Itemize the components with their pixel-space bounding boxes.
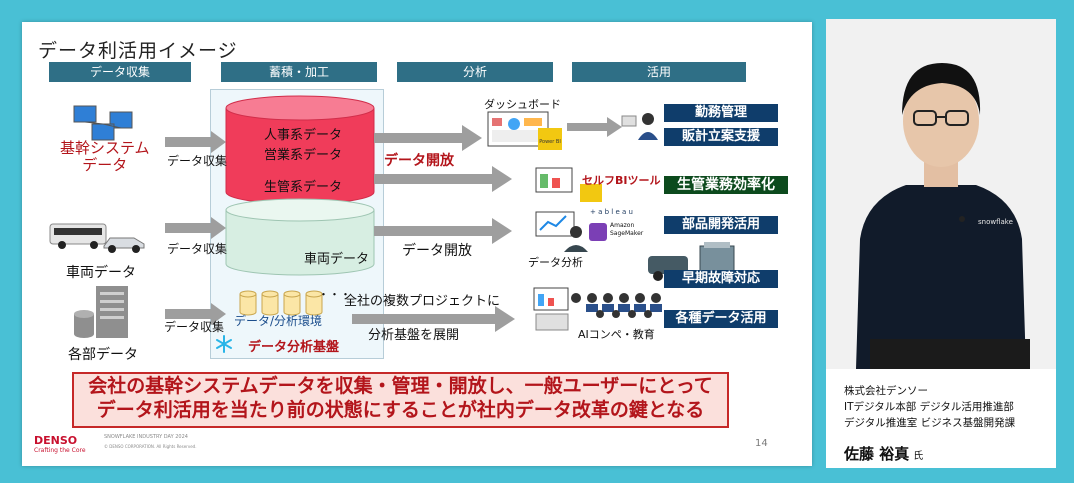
building-icon: [74, 286, 128, 338]
header-collect: データ収集: [49, 62, 191, 82]
header-store: 蓄積・加工: [221, 62, 377, 82]
computer-network-icon: [73, 105, 133, 141]
use-badge-attendance: 勤務管理: [664, 104, 778, 122]
store-hr-label: 人事系データ: [264, 128, 343, 143]
source-core-line2: データ: [82, 156, 128, 174]
arrow-open-dashboard: [374, 125, 482, 151]
arrow-open-selfbi: [374, 166, 512, 192]
dashboard-label: ダッシュボード: [484, 98, 561, 111]
sagemaker-label: Amazon SageMaker: [610, 222, 644, 237]
header-use: 活用: [572, 62, 746, 82]
source-vehicle-label: 車両データ: [66, 265, 136, 281]
speaker-name-block: 佐藤 裕真氏: [844, 443, 923, 464]
presentation-slide: データ利活用イメージ データ収集 蓄積・加工 分析 活用 人事系データ 営業系デ…: [22, 22, 812, 466]
speaker-caption: 株式会社デンソー ITデジタル本部 デジタル活用推進部 デジタル推進室 ビジネス…: [826, 369, 1056, 468]
speaker-video: snowflake: [826, 19, 1056, 369]
key-message-box: 会社の基幹システムデータを収集・管理・開放し、一般ユーザーにとって データ利活用…: [72, 372, 729, 428]
speaker-dept2: デジタル推進室 ビジネス基盤開発課: [844, 417, 1016, 429]
platform-label: データ分析基盤: [248, 340, 340, 355]
deploy-label: 分析基盤を展開: [368, 328, 460, 343]
speaker-dept1: ITデジタル本部 デジタル活用推進部: [844, 401, 1014, 413]
store-vehicle-label: 車両データ: [304, 252, 370, 267]
dashboard-monitor-icon: Power BI: [487, 111, 562, 150]
analyst-icon: [535, 211, 588, 252]
powerbi-text: Power BI: [539, 139, 561, 145]
collect-label-1: データ収集: [167, 154, 228, 168]
arrow-dashboard-use: [567, 117, 622, 137]
source-dept-label: 各部データ: [68, 347, 138, 363]
database-red: [225, 95, 375, 205]
speaker-honorific: 氏: [913, 451, 924, 462]
use-badge-production: 生管業務効率化: [664, 176, 788, 194]
snowflake-icon: [216, 335, 232, 353]
analyst-icon: [533, 287, 581, 331]
open-label: データ開放: [402, 243, 472, 259]
tableau-label: + a b l e a u: [590, 208, 633, 216]
speaker-name: 佐藤 裕真: [844, 445, 910, 463]
audience-icon: [586, 293, 662, 318]
use-badge-various: 各種データ活用: [664, 310, 778, 328]
copyright: © DENSO CORPORATION. All Rights Reserved…: [104, 444, 197, 449]
arrow-collect-vehicle: [165, 217, 226, 239]
header-analysis: 分析: [397, 62, 553, 82]
ai-label: AIコンペ・教育: [578, 328, 655, 341]
speaker-figure: snowflake: [826, 19, 1056, 369]
denso-tagline: Crafting the Core: [34, 447, 86, 454]
page-number: 14: [755, 438, 768, 449]
car-icon: [103, 237, 145, 253]
projects-label: 全社の複数プロジェクトに: [344, 294, 501, 309]
collect-label-2: データ収集: [167, 242, 228, 256]
key-message-line2: データ利活用を当たり前の状態にすることが社内データ改革の鍵となる: [96, 399, 705, 421]
use-badge-parts: 部品開発活用: [664, 216, 778, 234]
store-sales-label: 営業系データ: [264, 148, 343, 163]
sagemaker-icon: [589, 223, 607, 241]
analysis-env-label: データ/分析環境: [234, 314, 323, 328]
database-green: [225, 198, 375, 276]
source-core-line1: 基幹システム: [60, 139, 150, 157]
bus-icon: [49, 223, 107, 249]
store-dots: ・・・: [318, 288, 351, 301]
arrow-collect-dept: [165, 303, 226, 325]
event-name: SNOWFLAKE INDUSTRY DAY 2024: [104, 434, 188, 440]
slide-title: データ利活用イメージ: [38, 40, 238, 62]
open-red-label: データ開放: [384, 153, 454, 169]
denso-logo: DENSO: [34, 434, 78, 447]
store-prod-label: 生管系データ: [264, 180, 343, 195]
arrow-open-analysis: [374, 218, 512, 244]
key-message-line1: 会社の基幹システムデータを収集・管理・開放し、一般ユーザーにとって: [88, 375, 713, 397]
arrow-deploy: [352, 306, 515, 332]
bi-tool-icon: [535, 167, 602, 202]
speaker-company: 株式会社デンソー: [844, 385, 928, 397]
source-core-label: 基幹システム データ: [60, 140, 150, 174]
person-icon: [621, 113, 658, 140]
shirt-logo: snowflake: [978, 218, 1013, 226]
use-badge-failure: 早期故障対応: [664, 270, 778, 288]
collect-label-3: データ収集: [164, 320, 225, 334]
analysis-label: データ分析: [528, 256, 583, 269]
arrow-collect-core: [165, 131, 226, 153]
selfbi-label: セルフBIツール: [582, 174, 661, 187]
use-badge-sales-plan: 販計立案支援: [664, 128, 778, 146]
database-icon: [239, 290, 323, 316]
